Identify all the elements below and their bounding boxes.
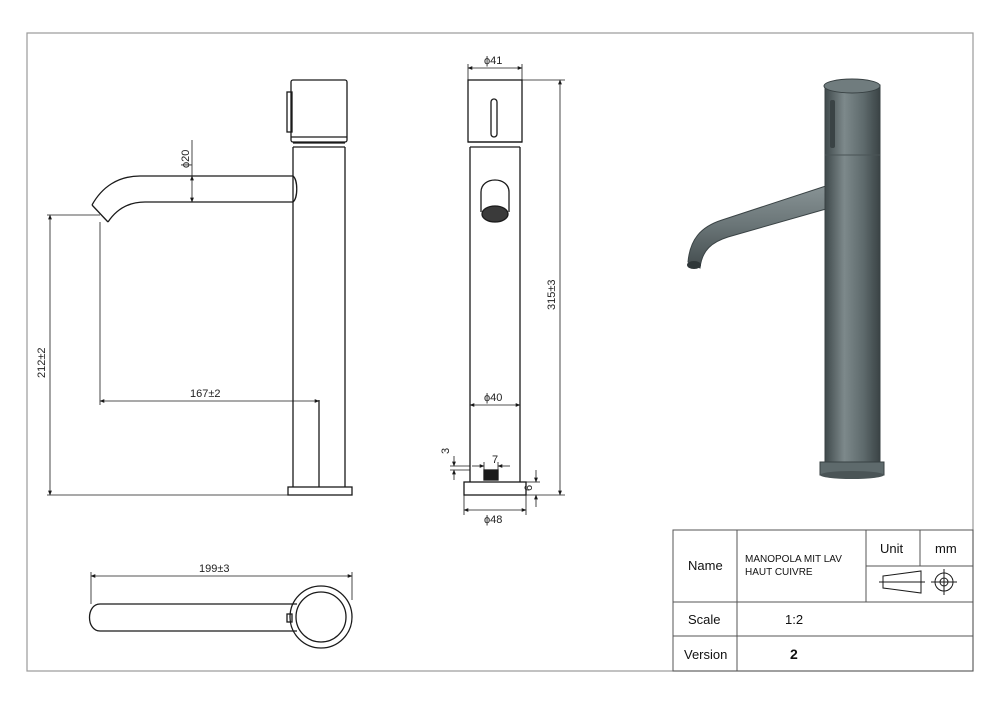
top-view xyxy=(88,585,353,649)
dim-top-diameter: ϕ41 xyxy=(484,55,502,67)
side-view-dimensions xyxy=(47,140,320,496)
title-version-label: Version xyxy=(684,647,727,662)
title-scale-value: 1:2 xyxy=(785,612,803,627)
dim-base-width: 7 xyxy=(492,454,498,466)
projection-symbol-icon xyxy=(879,569,957,595)
dim-overall-length: 199±3 xyxy=(199,563,230,575)
title-name-value-line1: MANOPOLA MIT LAV xyxy=(745,554,842,565)
dim-spout-diameter: ϕ20 xyxy=(180,150,192,168)
front-view-dimensions xyxy=(450,64,565,515)
faucet-render xyxy=(687,78,885,479)
title-scale-label: Scale xyxy=(688,612,721,627)
dim-body-diameter: ϕ40 xyxy=(484,392,502,404)
dim-spout-height: 212±2 xyxy=(36,347,48,378)
dim-base-diameter: ϕ48 xyxy=(484,514,502,526)
top-view-dimensions xyxy=(90,572,353,604)
side-view xyxy=(91,79,353,496)
title-name-label: Name xyxy=(688,558,723,573)
title-version-value: 2 xyxy=(790,646,798,662)
dim-base-gap: 3 xyxy=(440,448,452,454)
dim-base-thickness: 6 xyxy=(523,485,535,491)
dim-spout-reach: 167±2 xyxy=(190,388,221,400)
title-unit-value: mm xyxy=(935,541,957,556)
dim-overall-height: 315±3 xyxy=(546,279,558,310)
sheet-frame xyxy=(26,32,974,672)
title-unit-label: Unit xyxy=(880,541,904,556)
front-view xyxy=(463,79,527,496)
title-block xyxy=(672,529,974,672)
title-name-value-line2: HAUT CUIVRE xyxy=(745,567,813,578)
